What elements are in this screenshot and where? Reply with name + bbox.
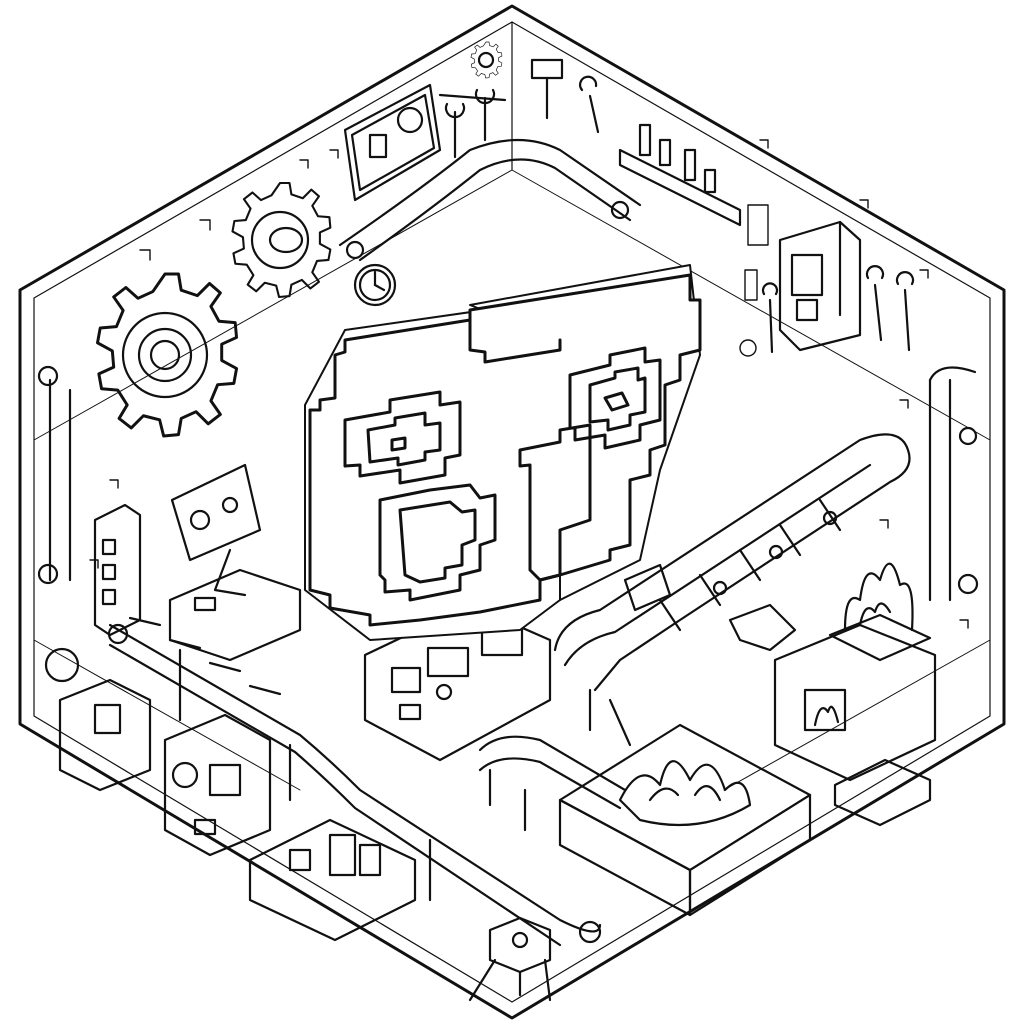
conveyor-belt bbox=[478, 735, 627, 832]
pipe-icon bbox=[37, 365, 72, 585]
pipe-icon bbox=[928, 366, 979, 602]
furnace-fire-icon bbox=[558, 723, 812, 917]
storage-cabinet bbox=[93, 503, 142, 637]
conveyor-belt bbox=[553, 433, 911, 747]
tool-shelf bbox=[618, 123, 742, 227]
wrench-icon bbox=[438, 75, 915, 354]
wall-clock-icon bbox=[353, 263, 397, 307]
control-panel bbox=[163, 713, 272, 857]
hammer-icon bbox=[530, 58, 564, 120]
gear-icon bbox=[470, 41, 503, 79]
furnace-fire-icon bbox=[773, 562, 937, 827]
conveyor-belt bbox=[107, 616, 602, 947]
gear-icon bbox=[231, 181, 332, 299]
pixel-glasses-emblem bbox=[304, 264, 702, 641]
wall-display-panel bbox=[343, 83, 442, 202]
wall-control-box bbox=[778, 220, 862, 352]
robot-arm-workstation bbox=[168, 463, 302, 662]
gear-icon bbox=[96, 272, 239, 438]
robot-arm-icon bbox=[468, 916, 552, 1002]
generator-machine bbox=[44, 647, 152, 792]
workbench bbox=[248, 818, 417, 942]
conveyor-belt bbox=[338, 138, 642, 262]
wall-detail-marks bbox=[89, 139, 969, 629]
